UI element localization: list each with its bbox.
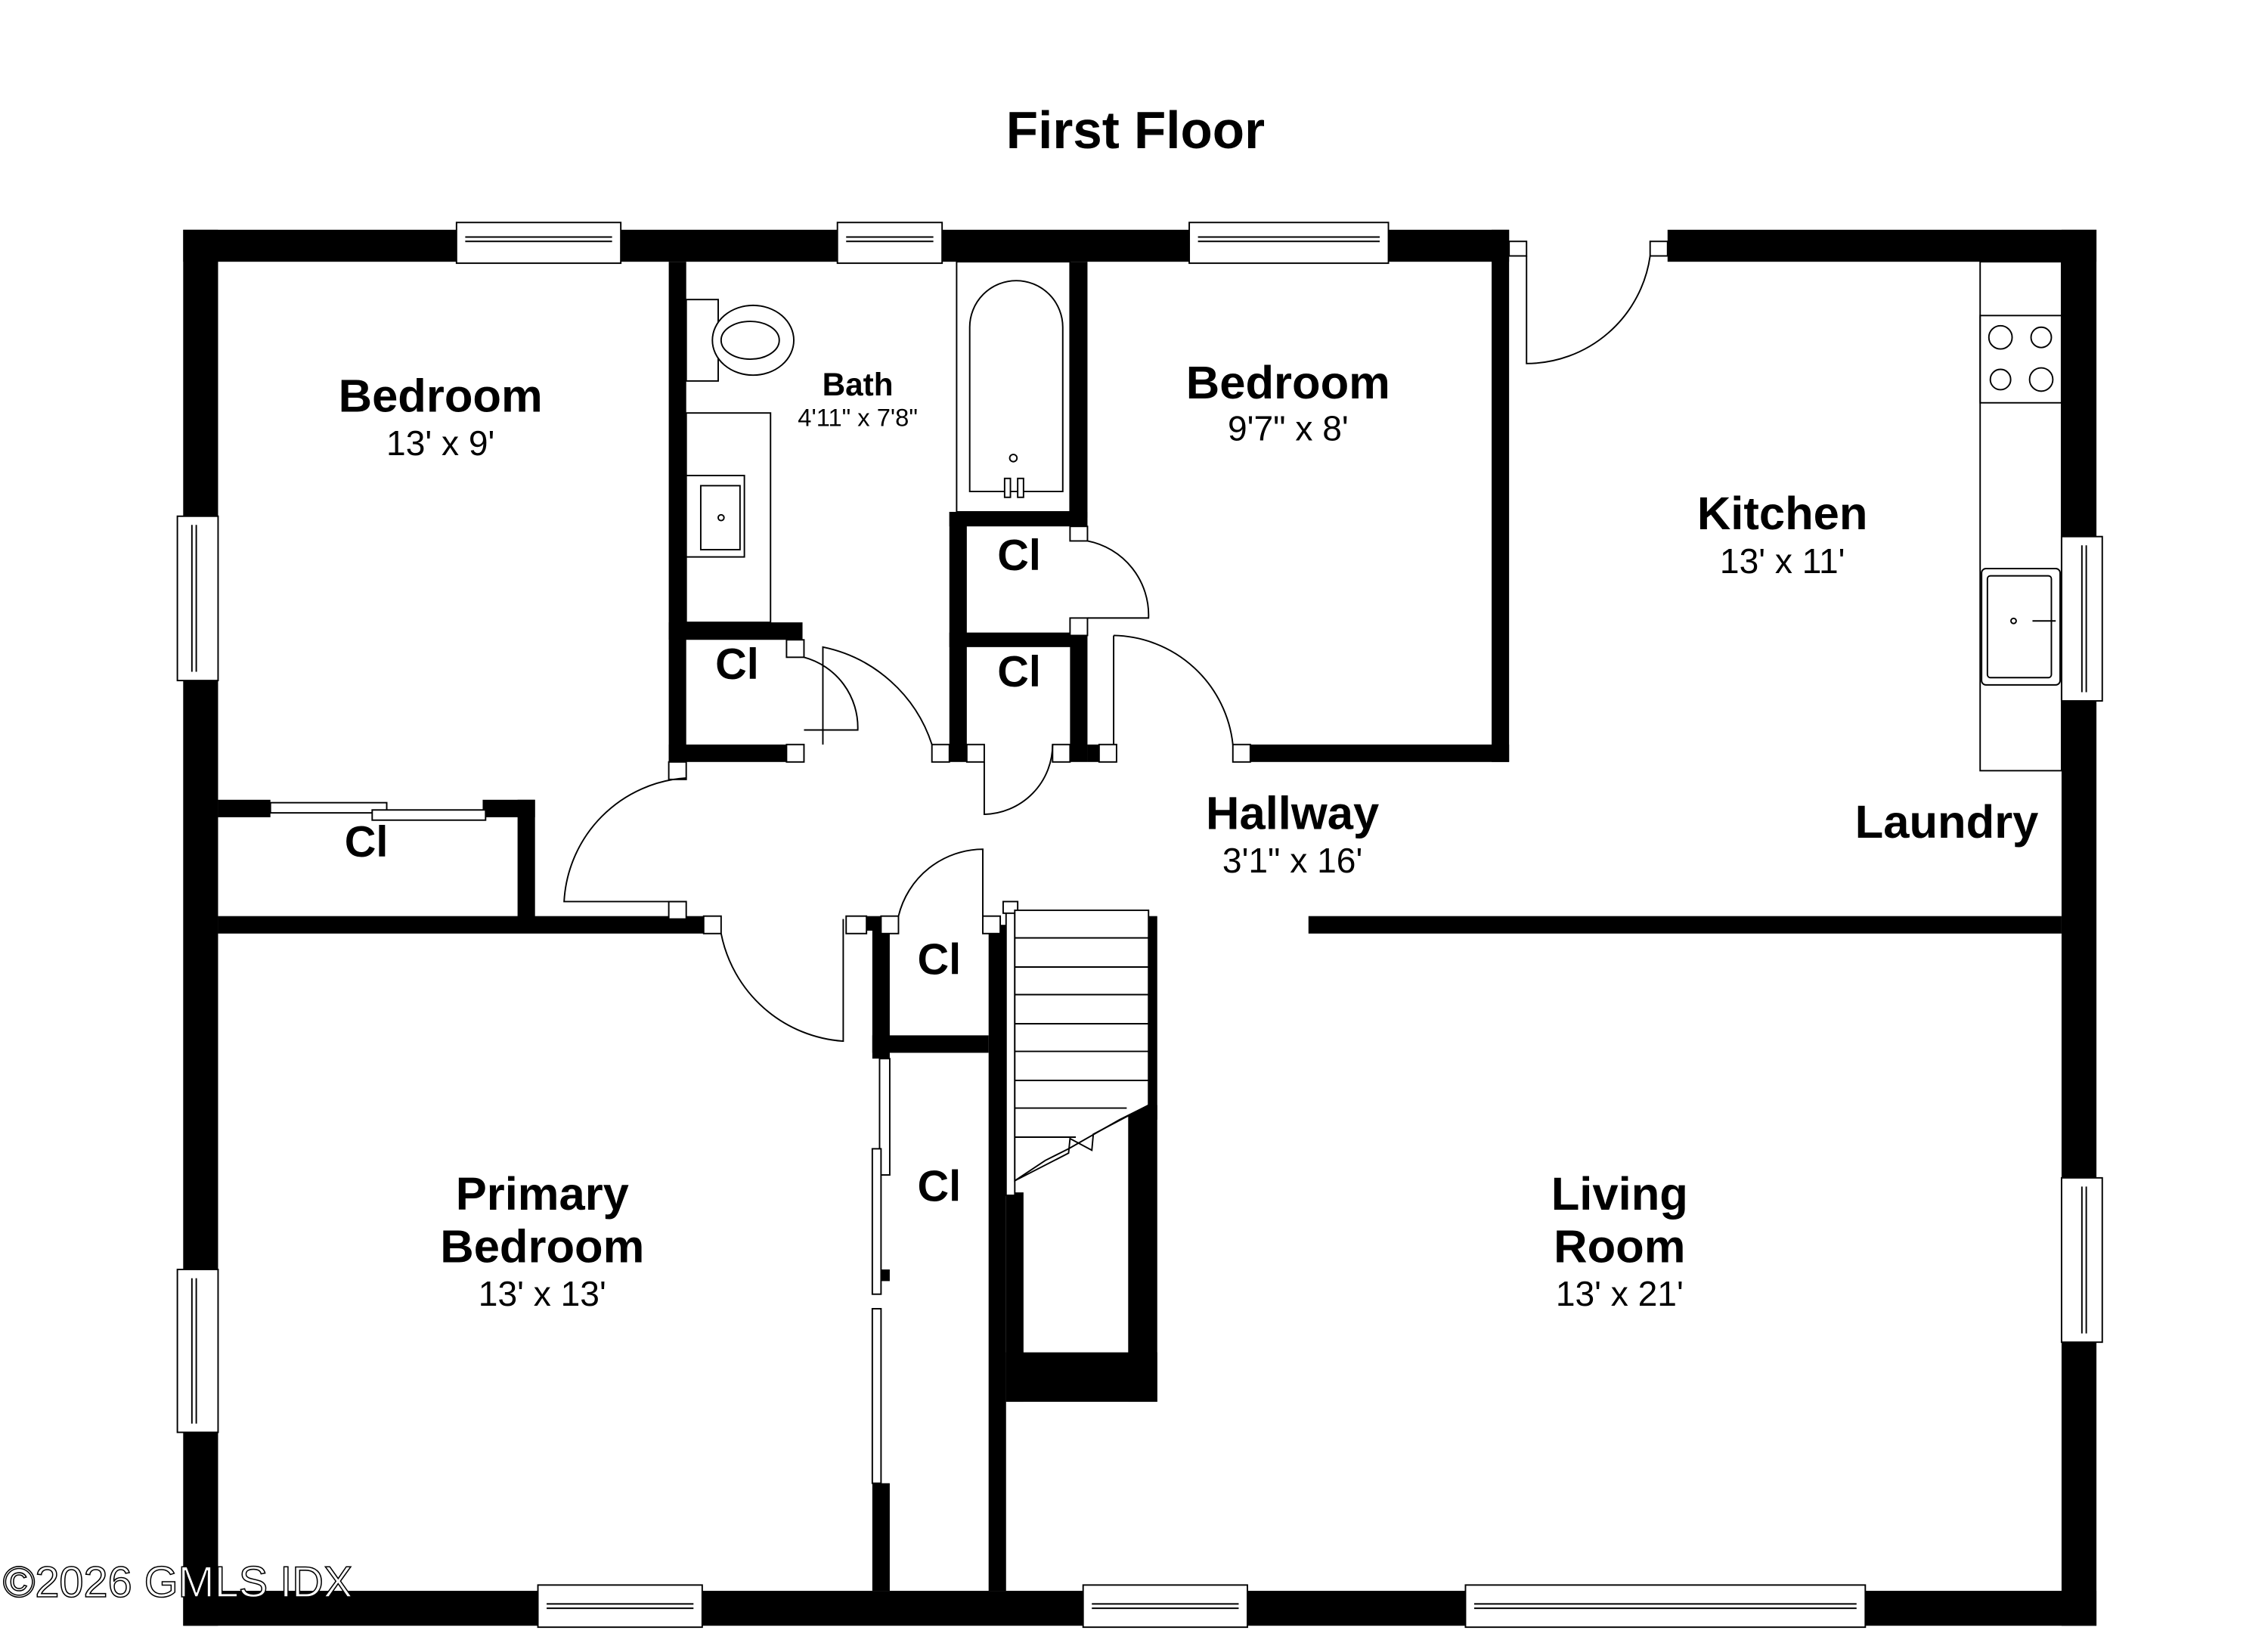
closet-label: Cl (997, 648, 1041, 696)
copyright-watermark: ©2026 GMLS IDX (3, 1558, 353, 1607)
room-dims-bedroom-nw: 13' x 9' (386, 423, 494, 463)
room-dims-primary: 13' x 13' (479, 1274, 606, 1313)
room-name-bedroom-n: Bedroom (1186, 357, 1390, 409)
floor-title: First Floor (1006, 101, 1265, 160)
burner-icon (2030, 326, 2053, 349)
sink (685, 474, 745, 558)
stove (1979, 315, 2062, 404)
kitchen-sink (1981, 568, 2061, 686)
room-dims-bath: 4'11" x 7'8" (798, 404, 918, 432)
room-name-bedroom-nw: Bedroom (339, 370, 543, 422)
room-dims-bedroom-n: 9'7" x 8' (1228, 409, 1349, 448)
closet-label: Cl (715, 640, 759, 689)
staircase (1002, 900, 1150, 1196)
room-name-hallway: Hallway (1206, 787, 1379, 839)
interior-walls (218, 229, 2062, 1592)
room-dims-kitchen: 13' x 11' (1720, 541, 1845, 581)
room-name-kitchen: Kitchen (1697, 488, 1868, 540)
windows (176, 222, 2103, 1629)
closet-label: Cl (917, 936, 961, 984)
room-name-bath: Bath (823, 367, 894, 402)
counter (1979, 261, 2062, 772)
room-dims-hallway: 3'1" x 16' (1222, 841, 1362, 880)
room-name-primary-line2: Bedroom (440, 1220, 644, 1272)
tub (956, 261, 1071, 513)
closet-label: Cl (997, 532, 1041, 580)
doors[interactable] (563, 240, 1668, 1043)
burner-icon (2028, 367, 2054, 392)
burner-icon (1988, 324, 2013, 350)
closet-label: Cl (917, 1163, 961, 1211)
tub-basin (968, 280, 1064, 493)
sliding-closet-doors[interactable] (269, 801, 891, 1484)
room-labels: Bedroom 13' x 9' Bath 4'11" x 7'8" Bedro… (339, 357, 2039, 1313)
room-name-living-line1: Living (1551, 1168, 1688, 1220)
bath-fixtures (685, 261, 1071, 624)
closet-label: Cl (345, 818, 389, 866)
room-name-living-line2: Room (1554, 1220, 1685, 1272)
room-dims-living: 13' x 21' (1556, 1274, 1684, 1313)
kitchen-fixtures (1979, 261, 2062, 772)
toilet-bowl (711, 304, 795, 377)
room-name-laundry: Laundry (1855, 796, 2039, 848)
room-name-primary-line1: Primary (456, 1168, 629, 1220)
burner-icon (1989, 368, 2012, 391)
